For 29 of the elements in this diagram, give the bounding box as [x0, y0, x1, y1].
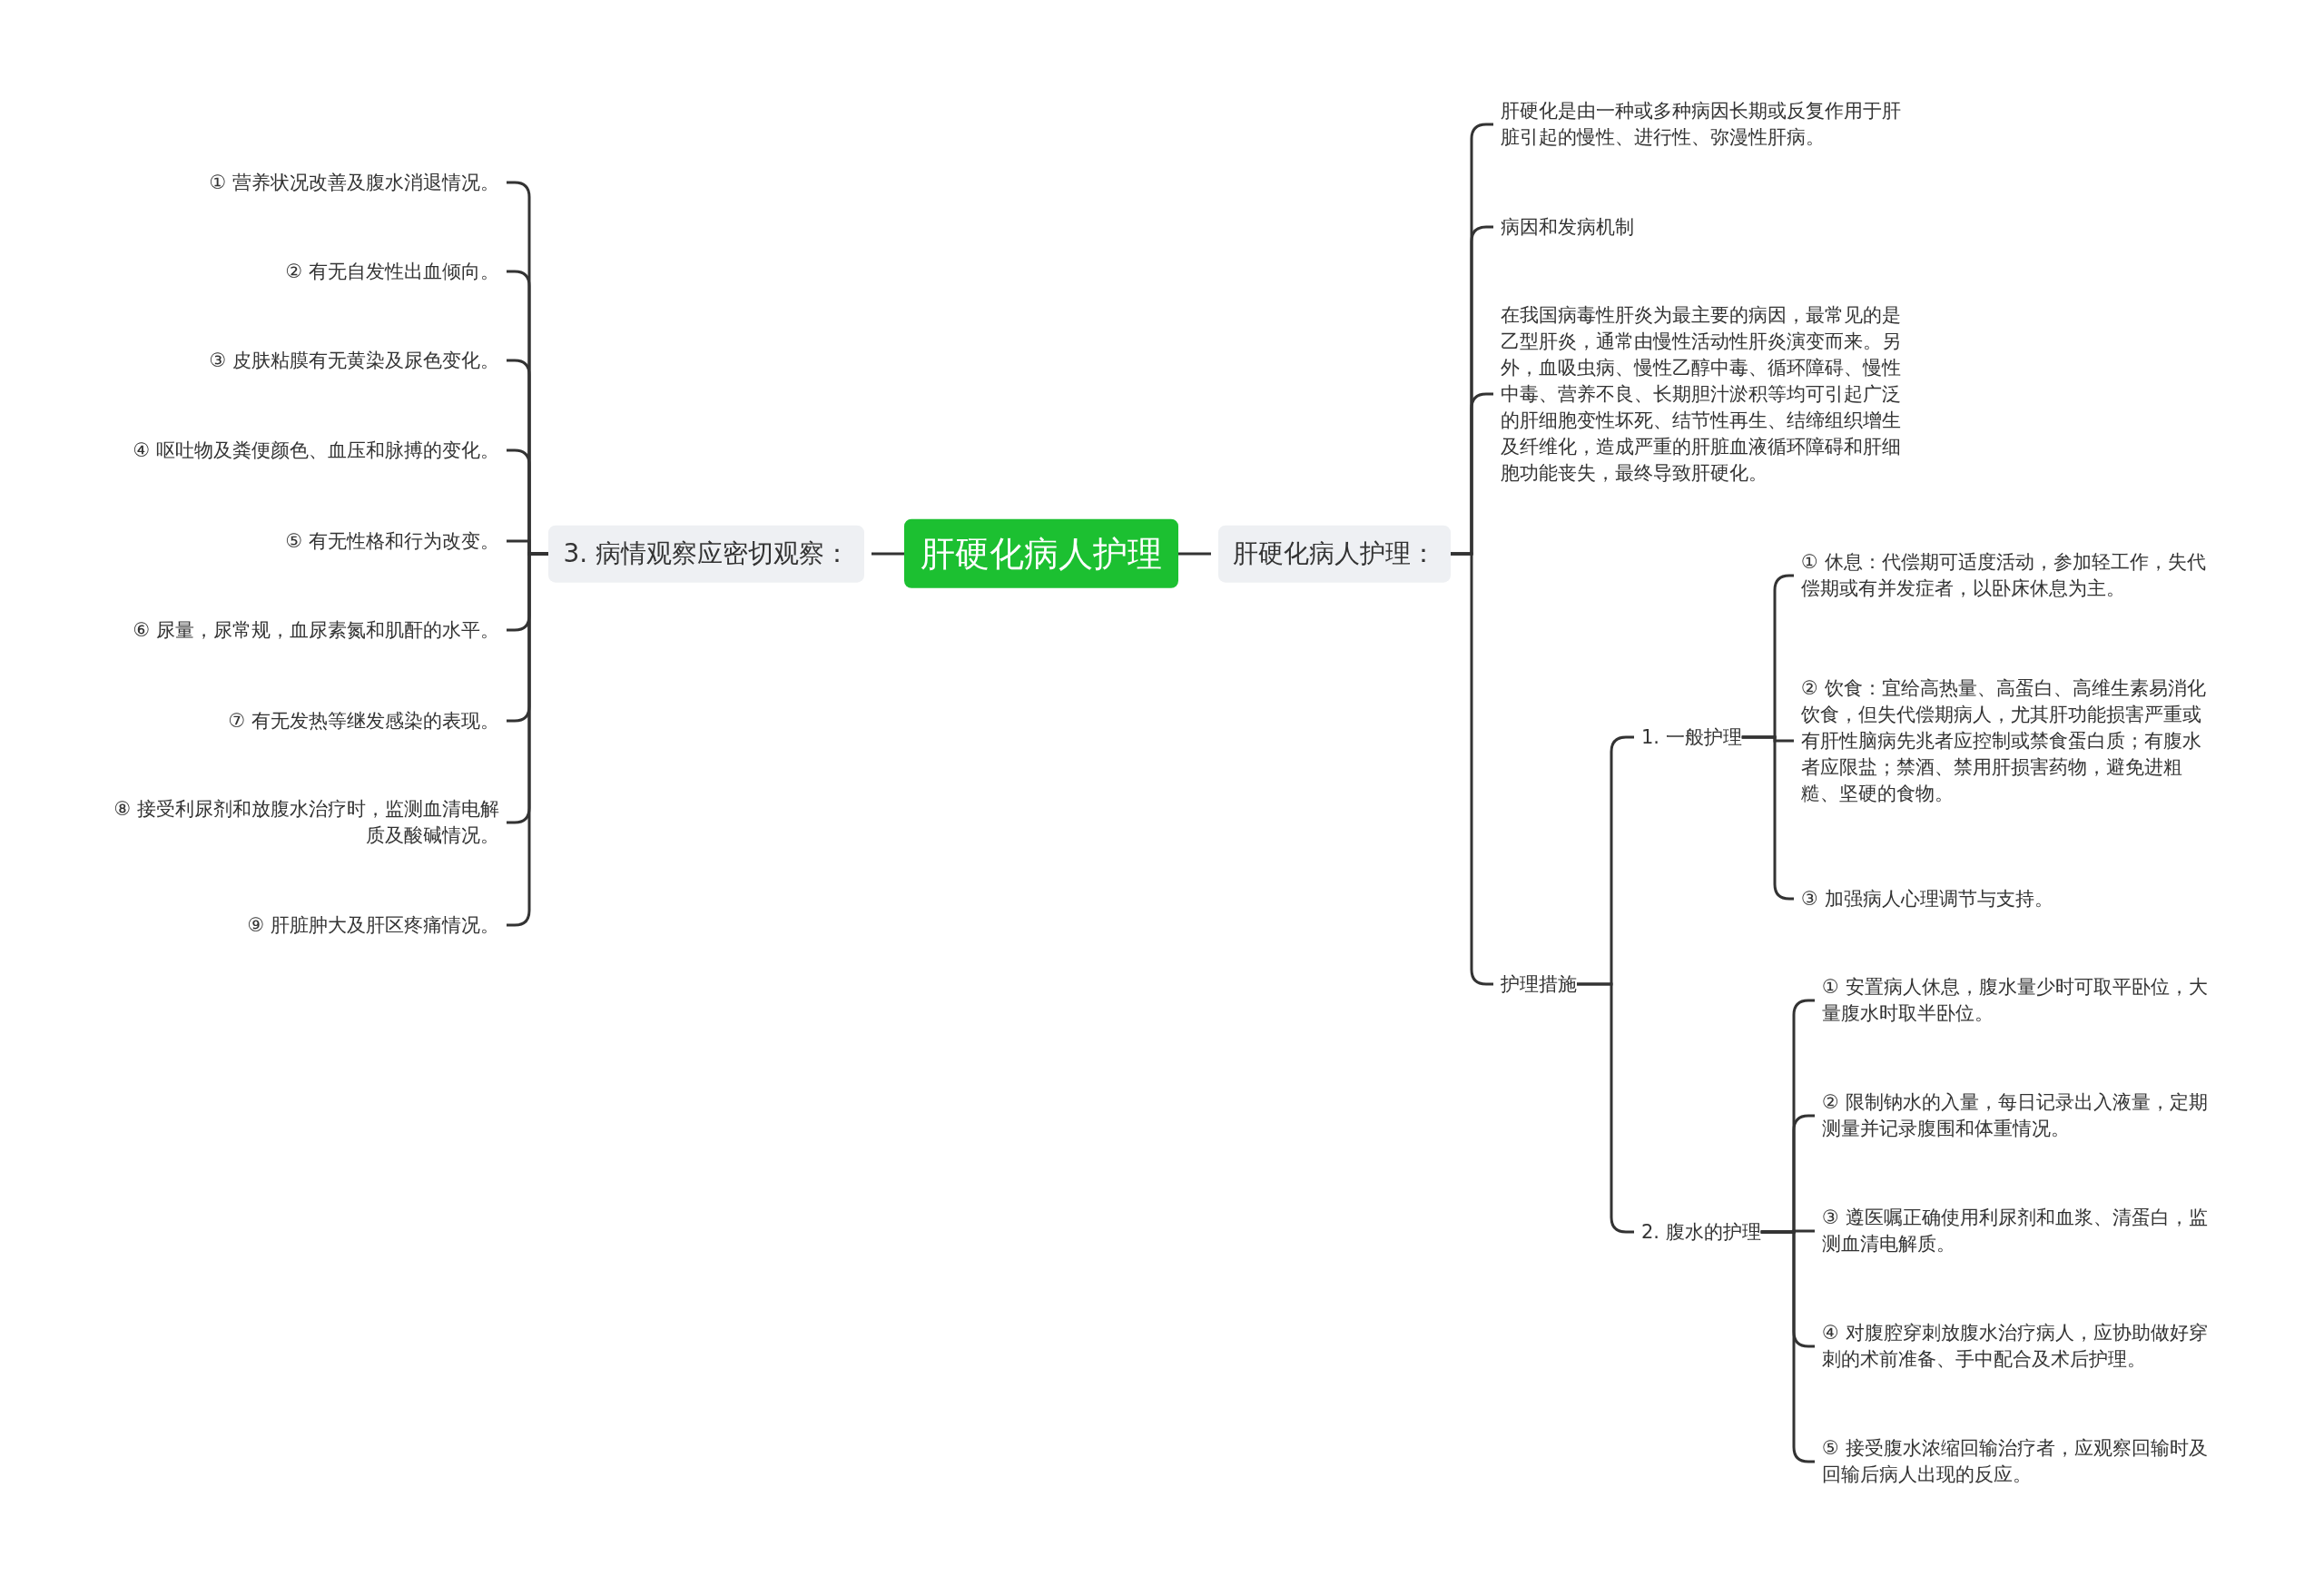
topic-text: ① 营养状况改善及腹水消退情况。 — [82, 169, 499, 196]
topic-text: 1. 一般护理 — [1641, 724, 1742, 751]
topic-text: ① 休息：代偿期可适度活动，参加轻工作，失代偿期或有并发症者，以卧床休息为主。 — [1801, 549, 2219, 602]
topic-text: ⑦ 有无发热等继发感染的表现。 — [82, 707, 499, 734]
topic-text: 肝硬化是由一种或多种病因长期或反复作用于肝脏引起的慢性、进行性、弥漫性肝病。 — [1501, 98, 1918, 151]
topic-box: 3. 病情观察应密切观察： — [548, 525, 864, 583]
topic-text: ② 饮食：宜给高热量、高蛋白、高维生素易消化饮食，但失代偿期病人，尤其肝功能损害严重或有肝性脑病先兆者应控制或禁食蛋白质；有腹水者应限盐；禁酒、禁用肝损害药物，避免进粗糙、坚硬的食物。 — [1801, 675, 2219, 807]
topic-text: ⑥ 尿量，尿常规，血尿素氮和肌酐的水平。 — [82, 616, 499, 644]
topic-text: ③ 遵医嘱正确使用利尿剂和血浆、清蛋白，监测血清电解质。 — [1822, 1205, 2226, 1257]
topic-text: ② 限制钠水的入量，每日记录出入液量，定期测量并记录腹围和体重情况。 — [1822, 1089, 2226, 1142]
connector-line — [507, 552, 549, 927]
connector-line — [1178, 552, 1211, 556]
topic-text: ⑤ 接受腹水浓缩回输治疗者，应观察回输时及回输后病人出现的反应。 — [1822, 1435, 2226, 1488]
topic-text: 2. 腹水的护理 — [1641, 1218, 1761, 1246]
topic-text: ④ 呕吐物及粪便颜色、血压和脉搏的变化。 — [82, 437, 499, 464]
central-topic-box: 肝硬化病人护理 — [904, 518, 1178, 589]
topic-box: 肝硬化病人护理： — [1218, 525, 1451, 583]
topic-text: ③ 皮肤粘膜有无黄染及尿色变化。 — [82, 347, 499, 374]
topic-text: ② 有无自发性出血倾向。 — [82, 258, 499, 285]
topic-text: 护理措施 — [1501, 970, 1577, 998]
topic-text: ④ 对腹腔穿刺放腹水治疗病人，应协助做好穿刺的术前准备、手中配合及术后护理。 — [1822, 1320, 2226, 1373]
topic-text: ⑨ 肝脏肿大及肝区疼痛情况。 — [82, 911, 499, 939]
topic-text: ① 安置病人休息，腹水量少时可取平卧位，大量腹水时取半卧位。 — [1822, 974, 2226, 1027]
topic-text: ⑤ 有无性格和行为改变。 — [82, 527, 499, 555]
topic-text: 在我国病毒性肝炎为最主要的病因，最常见的是乙型肝炎，通常由慢性活动性肝炎演变而来。另外，血吸虫病、慢性乙醇中毒、循环障碍、慢性中毒、营养不良、长期胆汁淤积等均可引起广泛的肝细胞变性坏死、结节性再生、结缔组织增生及纤维化，造成严重的肝脏血液循环障碍和肝细胞功能丧失，最终导致肝硬化。 — [1501, 301, 1918, 487]
topic-text: ③ 加强病人心理调节与支持。 — [1801, 885, 2219, 912]
connector-line — [872, 552, 904, 556]
topic-text: 病因和发病机制 — [1501, 213, 1918, 241]
topic-text: ⑧ 接受利尿剂和放腹水治疗时，监测血清电解质及酸碱情况。 — [100, 796, 499, 849]
